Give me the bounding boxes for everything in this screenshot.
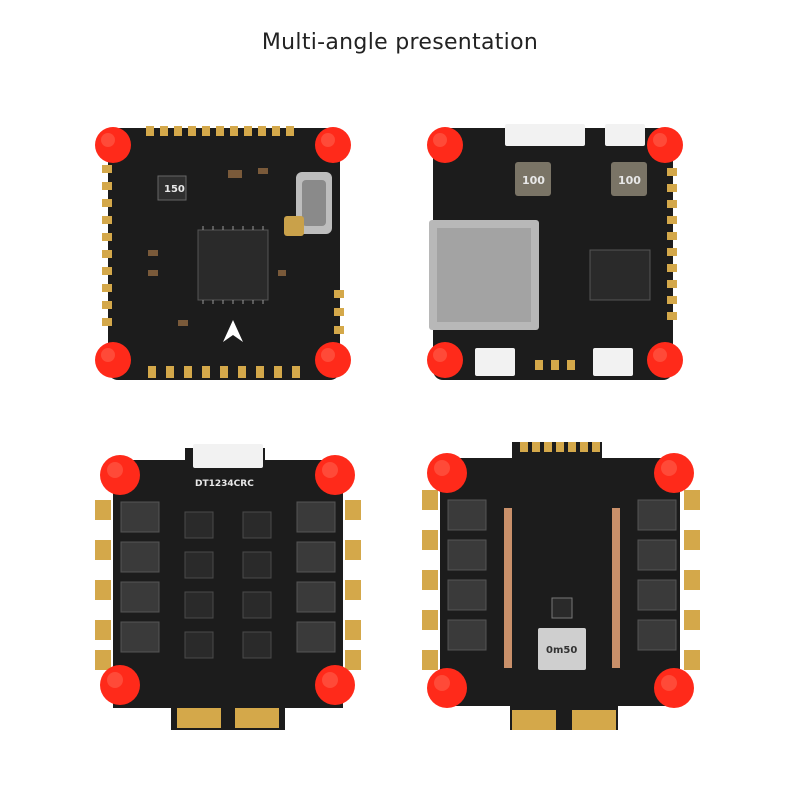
capacitor-label: 0m50 <box>546 645 577 656</box>
inductor-label-1: 100 <box>522 174 545 187</box>
esc-top-photo: DT1234CRC <box>95 444 361 730</box>
esc-connector-label: DT1234CRC <box>195 479 254 489</box>
esc-bottom-photo: 0m50 <box>422 442 700 730</box>
flight-controller-top-photo: 150 <box>95 126 351 380</box>
inductor-label: 150 <box>164 184 185 195</box>
inductor-label-2: 100 <box>618 174 641 187</box>
flight-controller-bottom-photo: 100 100 <box>427 124 683 380</box>
page-title: Multi-angle presentation <box>261 30 539 55</box>
